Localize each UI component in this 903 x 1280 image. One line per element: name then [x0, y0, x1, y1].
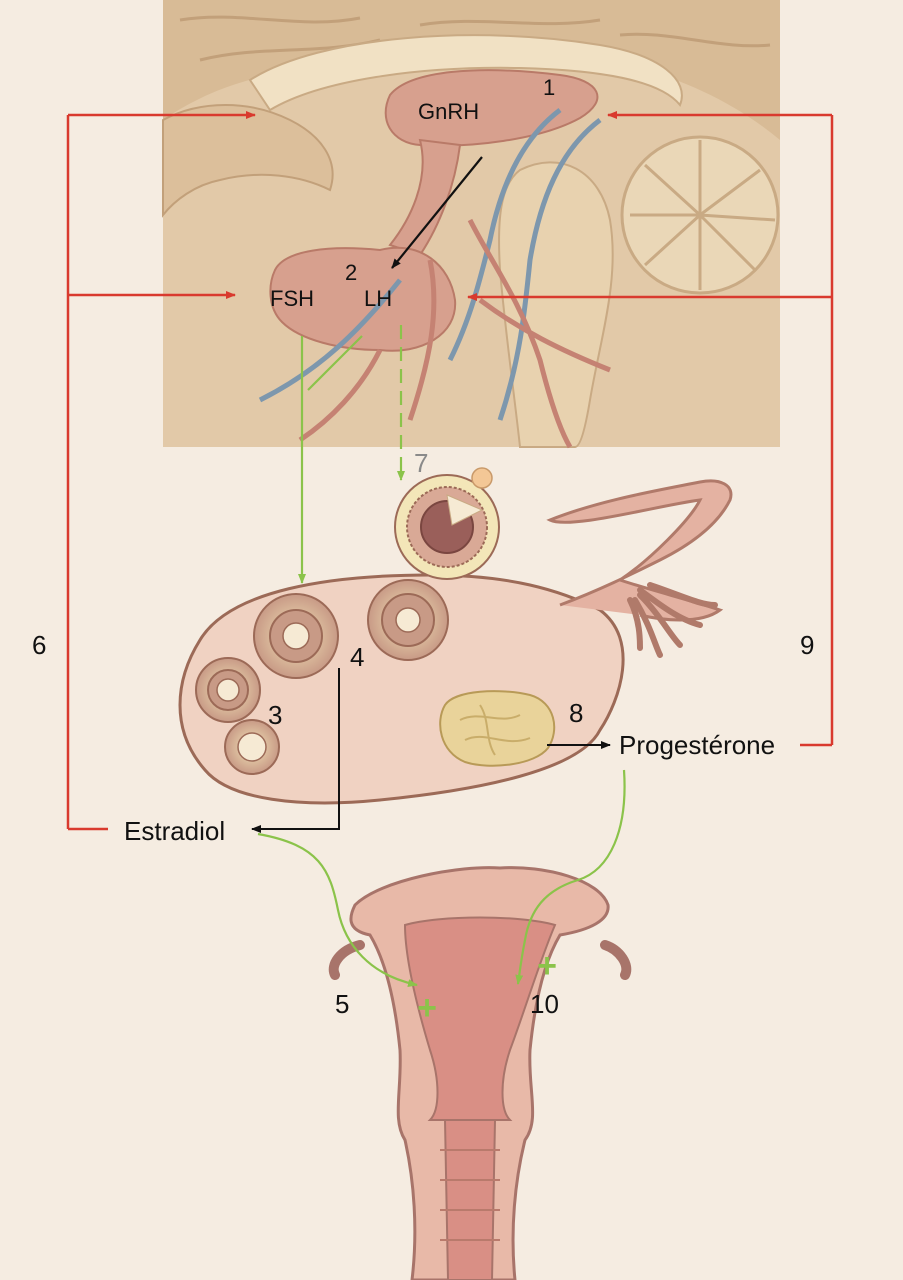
follicle-to-estradiol-arrow: [251, 668, 340, 833]
uterus-illustration: [328, 866, 632, 1280]
cervix-folds: [440, 1149, 500, 1241]
endometrium: [403, 916, 557, 1121]
cortex-folds: [179, 15, 771, 62]
number-4: 4: [350, 642, 364, 672]
estradiol-to-uterus-arrow: [257, 832, 418, 988]
ovary-illustration: [178, 467, 733, 805]
plus-sign-right: +: [537, 947, 557, 985]
label-gnrh: GnRH: [418, 99, 479, 124]
plus-sign-left: +: [417, 989, 437, 1027]
ovulated-oocyte: [394, 467, 500, 580]
number-1: 1: [543, 75, 555, 100]
number-10: 10: [530, 989, 559, 1019]
number-7: 7: [414, 448, 428, 478]
frontal-lobe: [162, 104, 334, 218]
number-9: 9: [800, 630, 814, 660]
label-progesterone: Progestérone: [619, 730, 775, 760]
number-6: 6: [32, 630, 46, 660]
brainstem: [498, 161, 614, 448]
follicle-4: [367, 579, 449, 661]
number-2: 2: [345, 260, 357, 285]
pituitary-green-connector: [307, 335, 363, 391]
label-fsh: FSH: [270, 286, 314, 311]
feedback-arrows-estradiol: [66, 111, 256, 831]
feedback-arrows-progesterone: [467, 111, 834, 747]
blood-vessels-blue: [258, 108, 602, 421]
label-estradiol: Estradiol: [124, 816, 225, 846]
corpus-luteum: [439, 690, 556, 767]
gnrh-to-pituitary-arrow: [391, 156, 483, 269]
progesterone-to-uterus-arrow: [515, 769, 626, 985]
label-lh: LH: [364, 286, 392, 311]
pituitary-gland: [269, 246, 457, 352]
follicle-3: [253, 593, 339, 679]
cervical-canal: [443, 1119, 497, 1280]
follicle-1: [195, 657, 261, 723]
brain-illustration: [162, 0, 780, 449]
number-8: 8: [569, 698, 583, 728]
corpus-callosum: [248, 34, 683, 112]
uterine-ligaments: [328, 940, 632, 980]
number-3: 3: [268, 700, 282, 730]
number-5: 5: [335, 989, 349, 1019]
follicle-2: [224, 719, 280, 775]
blood-vessels-red: [298, 218, 611, 449]
cerebellum-branches: [630, 140, 776, 290]
fimbriae: [627, 582, 718, 658]
